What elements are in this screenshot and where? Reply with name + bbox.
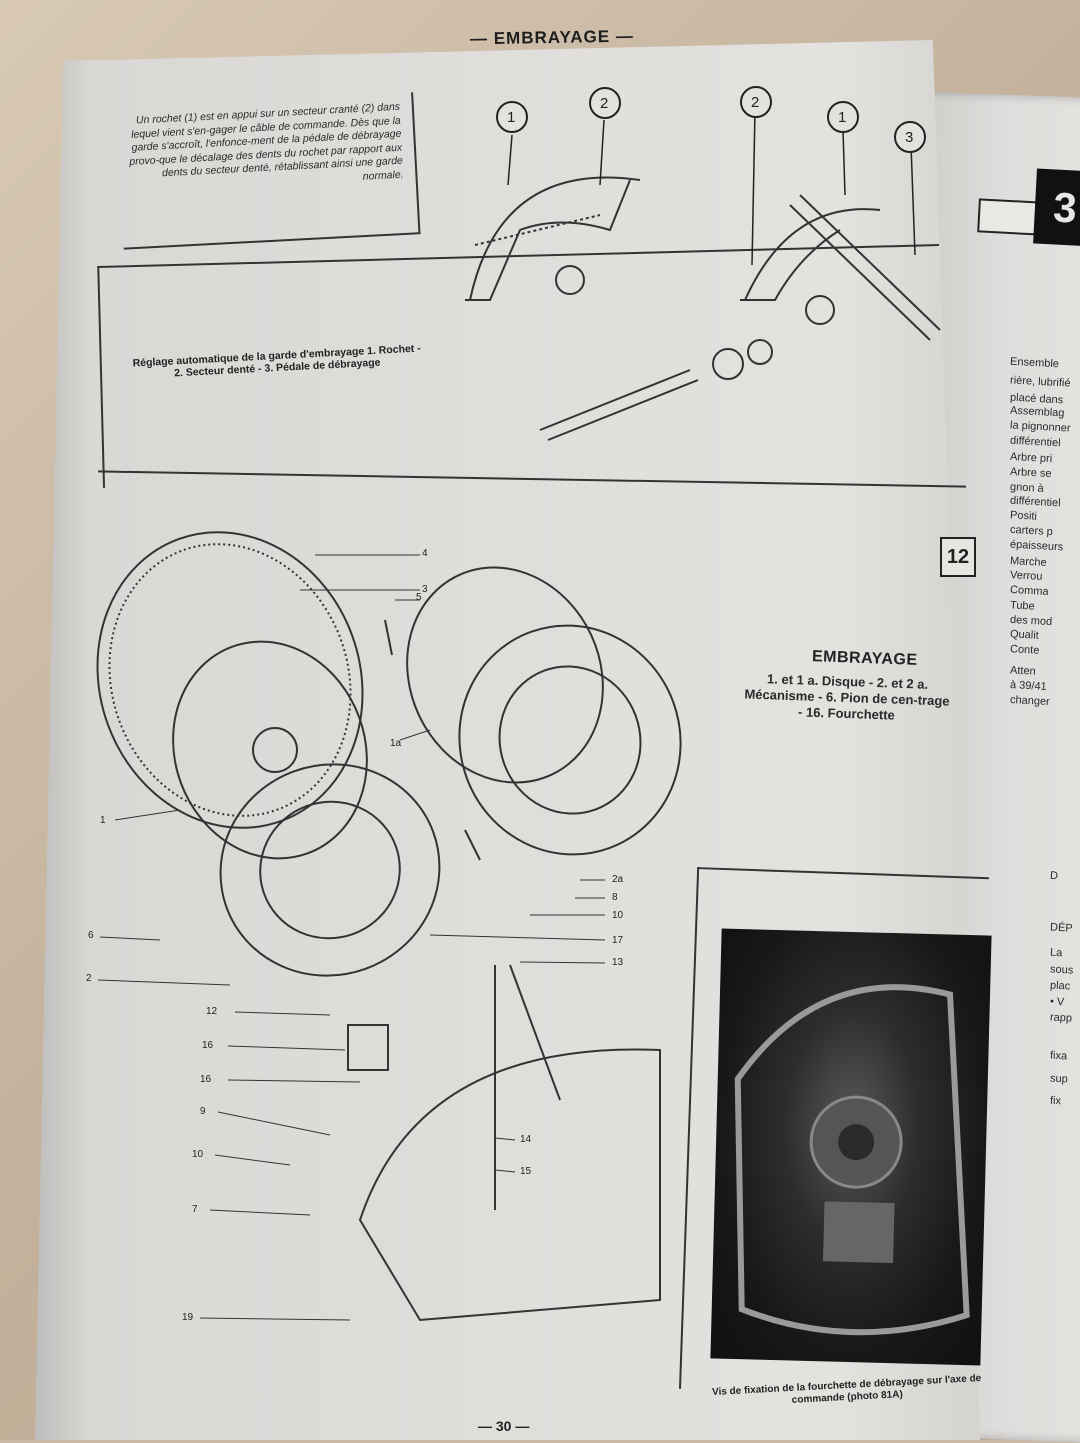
part-label-l14: 14 xyxy=(520,1134,532,1145)
part-label-l13: 13 xyxy=(612,957,624,968)
callout-circle xyxy=(589,87,621,119)
part-label-l2a: 2a xyxy=(612,874,624,885)
part-label-l19: 19 xyxy=(182,1312,194,1323)
callout-circle xyxy=(827,101,859,133)
part-label-l10b: 10 xyxy=(192,1149,204,1160)
part-label-l9: 9 xyxy=(200,1106,206,1117)
figure-number: 12 xyxy=(940,537,976,577)
pressure-plate-2a xyxy=(458,624,682,856)
main-figure-legend: 1. et 1 a. Disque - 2. et 2 a. Mécanisme… xyxy=(744,671,950,723)
part-label-l1: 1 xyxy=(100,815,106,826)
part-label-l7: 7 xyxy=(192,1204,198,1215)
part-label-l15: 15 xyxy=(520,1166,532,1177)
clutch-disc-1a xyxy=(406,566,604,784)
part-label-l2: 2 xyxy=(86,973,92,984)
part-label-l8: 8 xyxy=(612,892,618,903)
part-label-l6: 6 xyxy=(88,930,94,941)
part-label-l16a: 16 xyxy=(202,1040,214,1051)
callout-2b: 2 xyxy=(751,94,760,111)
pressure-plate xyxy=(219,763,441,977)
callout-3: 3 xyxy=(905,129,914,146)
main-figure-title: EMBRAYAGE xyxy=(811,648,918,669)
flywheel xyxy=(96,531,364,829)
callout-2: 2 xyxy=(600,95,609,112)
callout-circle xyxy=(894,121,926,153)
gearbox-housing xyxy=(358,1048,661,1322)
callout-circle xyxy=(496,101,528,133)
gearbox-photo xyxy=(710,928,992,1366)
part-label-l1a: 1a xyxy=(390,738,402,749)
callout-1: 1 xyxy=(507,109,516,126)
part-label-l4: 4 xyxy=(422,548,428,559)
callout-circle xyxy=(740,86,772,118)
clutch-disc xyxy=(172,640,368,860)
part-label-l12: 12 xyxy=(206,1006,218,1017)
part-label-l5: 5 xyxy=(416,592,422,603)
part-label-l3: 3 xyxy=(422,584,428,595)
part-label-l17: 17 xyxy=(612,935,624,946)
part-label-l16b: 16 xyxy=(200,1074,212,1085)
page-number: — 30 — xyxy=(478,1418,530,1434)
callout-1b: 1 xyxy=(838,109,847,126)
part-label-l10a: 10 xyxy=(612,910,624,921)
